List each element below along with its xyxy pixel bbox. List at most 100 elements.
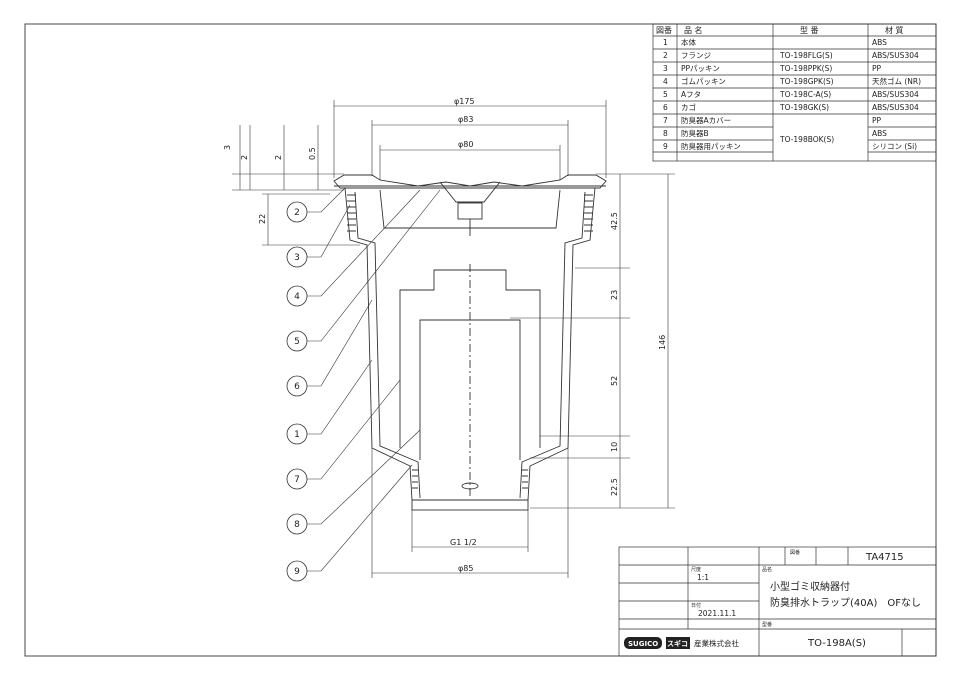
parts-row-9-name: 防臭器用パッキン <box>681 141 741 151</box>
balloon-leader-7 <box>307 379 401 480</box>
balloon-circle-6 <box>286 375 308 397</box>
balloon-label-9: 9 <box>294 567 300 577</box>
parts-table-text: 図番 品 名 型 番 材 質 <box>656 25 904 35</box>
parts-row-2-material: ABS/SUS304 <box>872 51 919 60</box>
dim-v22left: 22 <box>258 214 267 224</box>
balloon-circle-4 <box>286 285 308 307</box>
balloon-label-8: 8 <box>294 520 300 530</box>
label-drawing-no: 図番 <box>790 549 800 556</box>
parts-row-5-material: ABS/SUS304 <box>872 90 919 99</box>
flange-outline <box>333 174 607 189</box>
parts-row-2-model: TO-198FLG(S) <box>779 51 833 60</box>
balloon-label-2: 2 <box>294 208 300 218</box>
parts-row-3-model: TO-198PPK(S) <box>779 64 832 73</box>
dim-d85: φ85 <box>458 564 473 573</box>
dim-v05: 0.5 <box>308 147 317 160</box>
dim-v2a: 2 <box>240 155 249 160</box>
header-material: 材 質 <box>885 25 904 35</box>
parts-row-4-no: 4 <box>663 77 668 86</box>
parts-row-7-name: 防臭器Aカバー <box>681 115 731 125</box>
dim-d83: φ83 <box>458 115 473 124</box>
product-name-line1: 小型ゴミ収納器付 <box>770 580 850 593</box>
parts-row-4-name: ゴムパッキン <box>681 76 726 86</box>
header-model: 型 番 <box>800 25 819 35</box>
balloon-leader-4 <box>307 189 421 297</box>
balloon-circle-5 <box>286 330 308 352</box>
parts-row-7-material: PP <box>872 116 882 125</box>
company-logo: SUGICO スギコ 産業株式会社 <box>624 637 739 649</box>
balloon-leader-8 <box>307 429 421 525</box>
parts-row-4-model: TO-198GPK(S) <box>779 77 834 86</box>
balloon-label-1: 1 <box>294 430 300 440</box>
parts-row-9-material: シリコン (Si) <box>872 142 917 151</box>
parts-row-1-name: 本体 <box>681 37 696 47</box>
gasket-thread-right <box>584 194 593 232</box>
balloon-label-4: 4 <box>294 292 300 302</box>
parts-row-1-material: ABS <box>872 38 887 47</box>
dim-r10: 10 <box>610 442 619 452</box>
balloon-label-3: 3 <box>294 253 300 263</box>
balloon-leader-6 <box>307 299 373 387</box>
logo-sugico: SUGICO <box>628 640 658 648</box>
parts-row-3-material: PP <box>872 64 882 73</box>
parts-row-3-no: 3 <box>663 64 668 73</box>
dim-total: 146 <box>658 335 667 350</box>
dimension-lines <box>232 100 675 578</box>
balloon-leader-3 <box>307 204 351 258</box>
company-name: 産業株式会社 <box>694 638 739 648</box>
parts-row-7-no: 7 <box>663 116 668 125</box>
title-block-text: 図番 TA4715 品名 小型ゴミ収納器付 防臭排水トラップ(40A) OFなし… <box>691 549 921 649</box>
dim-r425: 42.5 <box>610 212 619 230</box>
parts-row-5-model: TO-198C-A(S) <box>779 90 831 99</box>
basket-knob <box>457 202 483 220</box>
label-model: 型番 <box>762 621 772 628</box>
parts-row-8-no: 8 <box>663 129 668 138</box>
parts-row-6-material: ABS/SUS304 <box>872 103 919 112</box>
dim-d175: φ175 <box>454 97 475 106</box>
dim-v3: 3 <box>223 145 232 150</box>
dimension-texts: φ175 φ83 φ80 G1 1/2 φ85 3 2 2 0.5 22 42.… <box>223 97 667 573</box>
dim-r52: 52 <box>610 376 619 386</box>
dim-v2b: 2 <box>274 155 283 160</box>
dim-d80: φ80 <box>458 140 473 149</box>
date-value: 2021.11.1 <box>698 609 736 618</box>
parts-row-8-name: 防臭器B <box>681 128 709 138</box>
parts-table <box>652 23 937 162</box>
logo-katakana: スギコ <box>667 639 688 648</box>
parts-row-2-name: フランジ <box>681 51 711 60</box>
drawing-frame <box>24 23 937 657</box>
balloon-circle-2 <box>286 201 308 223</box>
parts-row-6-name: カゴ <box>681 102 696 112</box>
header-no: 図番 <box>656 25 672 35</box>
parts-row-9-no: 9 <box>663 142 668 151</box>
balloon-label-5: 5 <box>294 337 300 347</box>
parts-row-1-no: 1 <box>663 38 668 47</box>
scale-value: 1:1 <box>697 573 709 582</box>
part-balloons: 2 3 4 5 6 1 7 8 9 <box>286 187 441 582</box>
balloon-leader-9 <box>307 464 413 572</box>
balloon-circle-7 <box>286 468 308 490</box>
basket-handle <box>439 181 501 203</box>
parts-row-3-name: PPパッキン <box>681 64 720 73</box>
balloon-leader-5 <box>307 189 441 342</box>
balloon-circle-1 <box>286 423 308 445</box>
product-name-line2: 防臭排水トラップ(40A) OFなし <box>770 596 921 609</box>
drawing-number: TA4715 <box>865 552 904 563</box>
body-inner-wall-right <box>519 191 586 499</box>
label-scale: 尺度 <box>691 566 701 573</box>
header-name: 品 名 <box>684 25 703 35</box>
parts-row-6-no: 6 <box>663 103 668 112</box>
merged-model-7-9: TO-198BOK(S) <box>779 135 834 144</box>
drain-hole <box>461 482 479 490</box>
title-block <box>618 546 937 657</box>
model-number: TO-198A(S) <box>807 638 866 649</box>
dim-thread: G1 1/2 <box>450 538 477 547</box>
balloon-label-7: 7 <box>294 475 300 485</box>
dim-r23: 23 <box>610 290 619 300</box>
label-name: 品名 <box>762 566 772 573</box>
parts-row-4-material: 天然ゴム (NR) <box>872 76 921 86</box>
label-date: 日付 <box>691 602 701 609</box>
balloon-label-6: 6 <box>294 382 300 392</box>
